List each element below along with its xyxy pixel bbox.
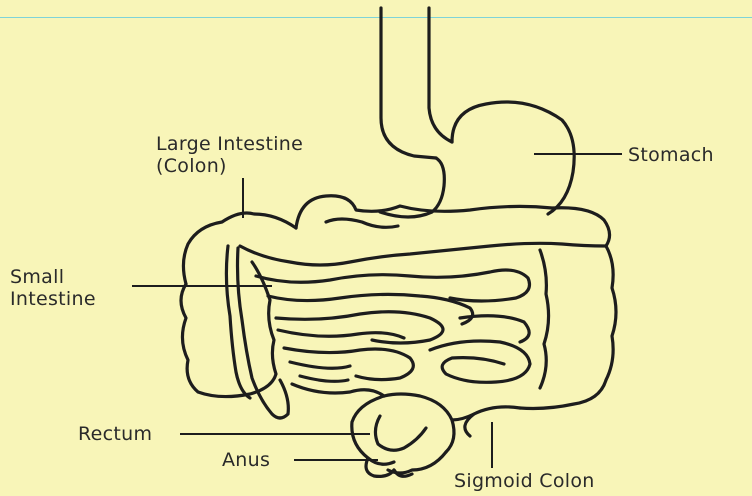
- small-intestine: [256, 270, 530, 396]
- label-small-intestine: Small Intestine: [10, 266, 96, 310]
- esophagus: [381, 8, 452, 158]
- label-small-intestine-line1: Small: [10, 266, 96, 288]
- label-anus: Anus: [222, 449, 270, 471]
- label-stomach: Stomach: [628, 144, 714, 166]
- sigmoid-colon: [384, 394, 520, 452]
- label-large-intestine-line2: (Colon): [156, 155, 303, 177]
- label-small-intestine-line2: Intestine: [10, 288, 96, 310]
- label-sigmoid-colon: Sigmoid Colon: [454, 470, 595, 492]
- large-intestine: [181, 196, 616, 418]
- label-rectum: Rectum: [78, 423, 152, 445]
- label-large-intestine-line1: Large Intestine: [156, 133, 303, 155]
- stomach: [380, 102, 574, 217]
- label-large-intestine: Large Intestine (Colon): [156, 133, 303, 177]
